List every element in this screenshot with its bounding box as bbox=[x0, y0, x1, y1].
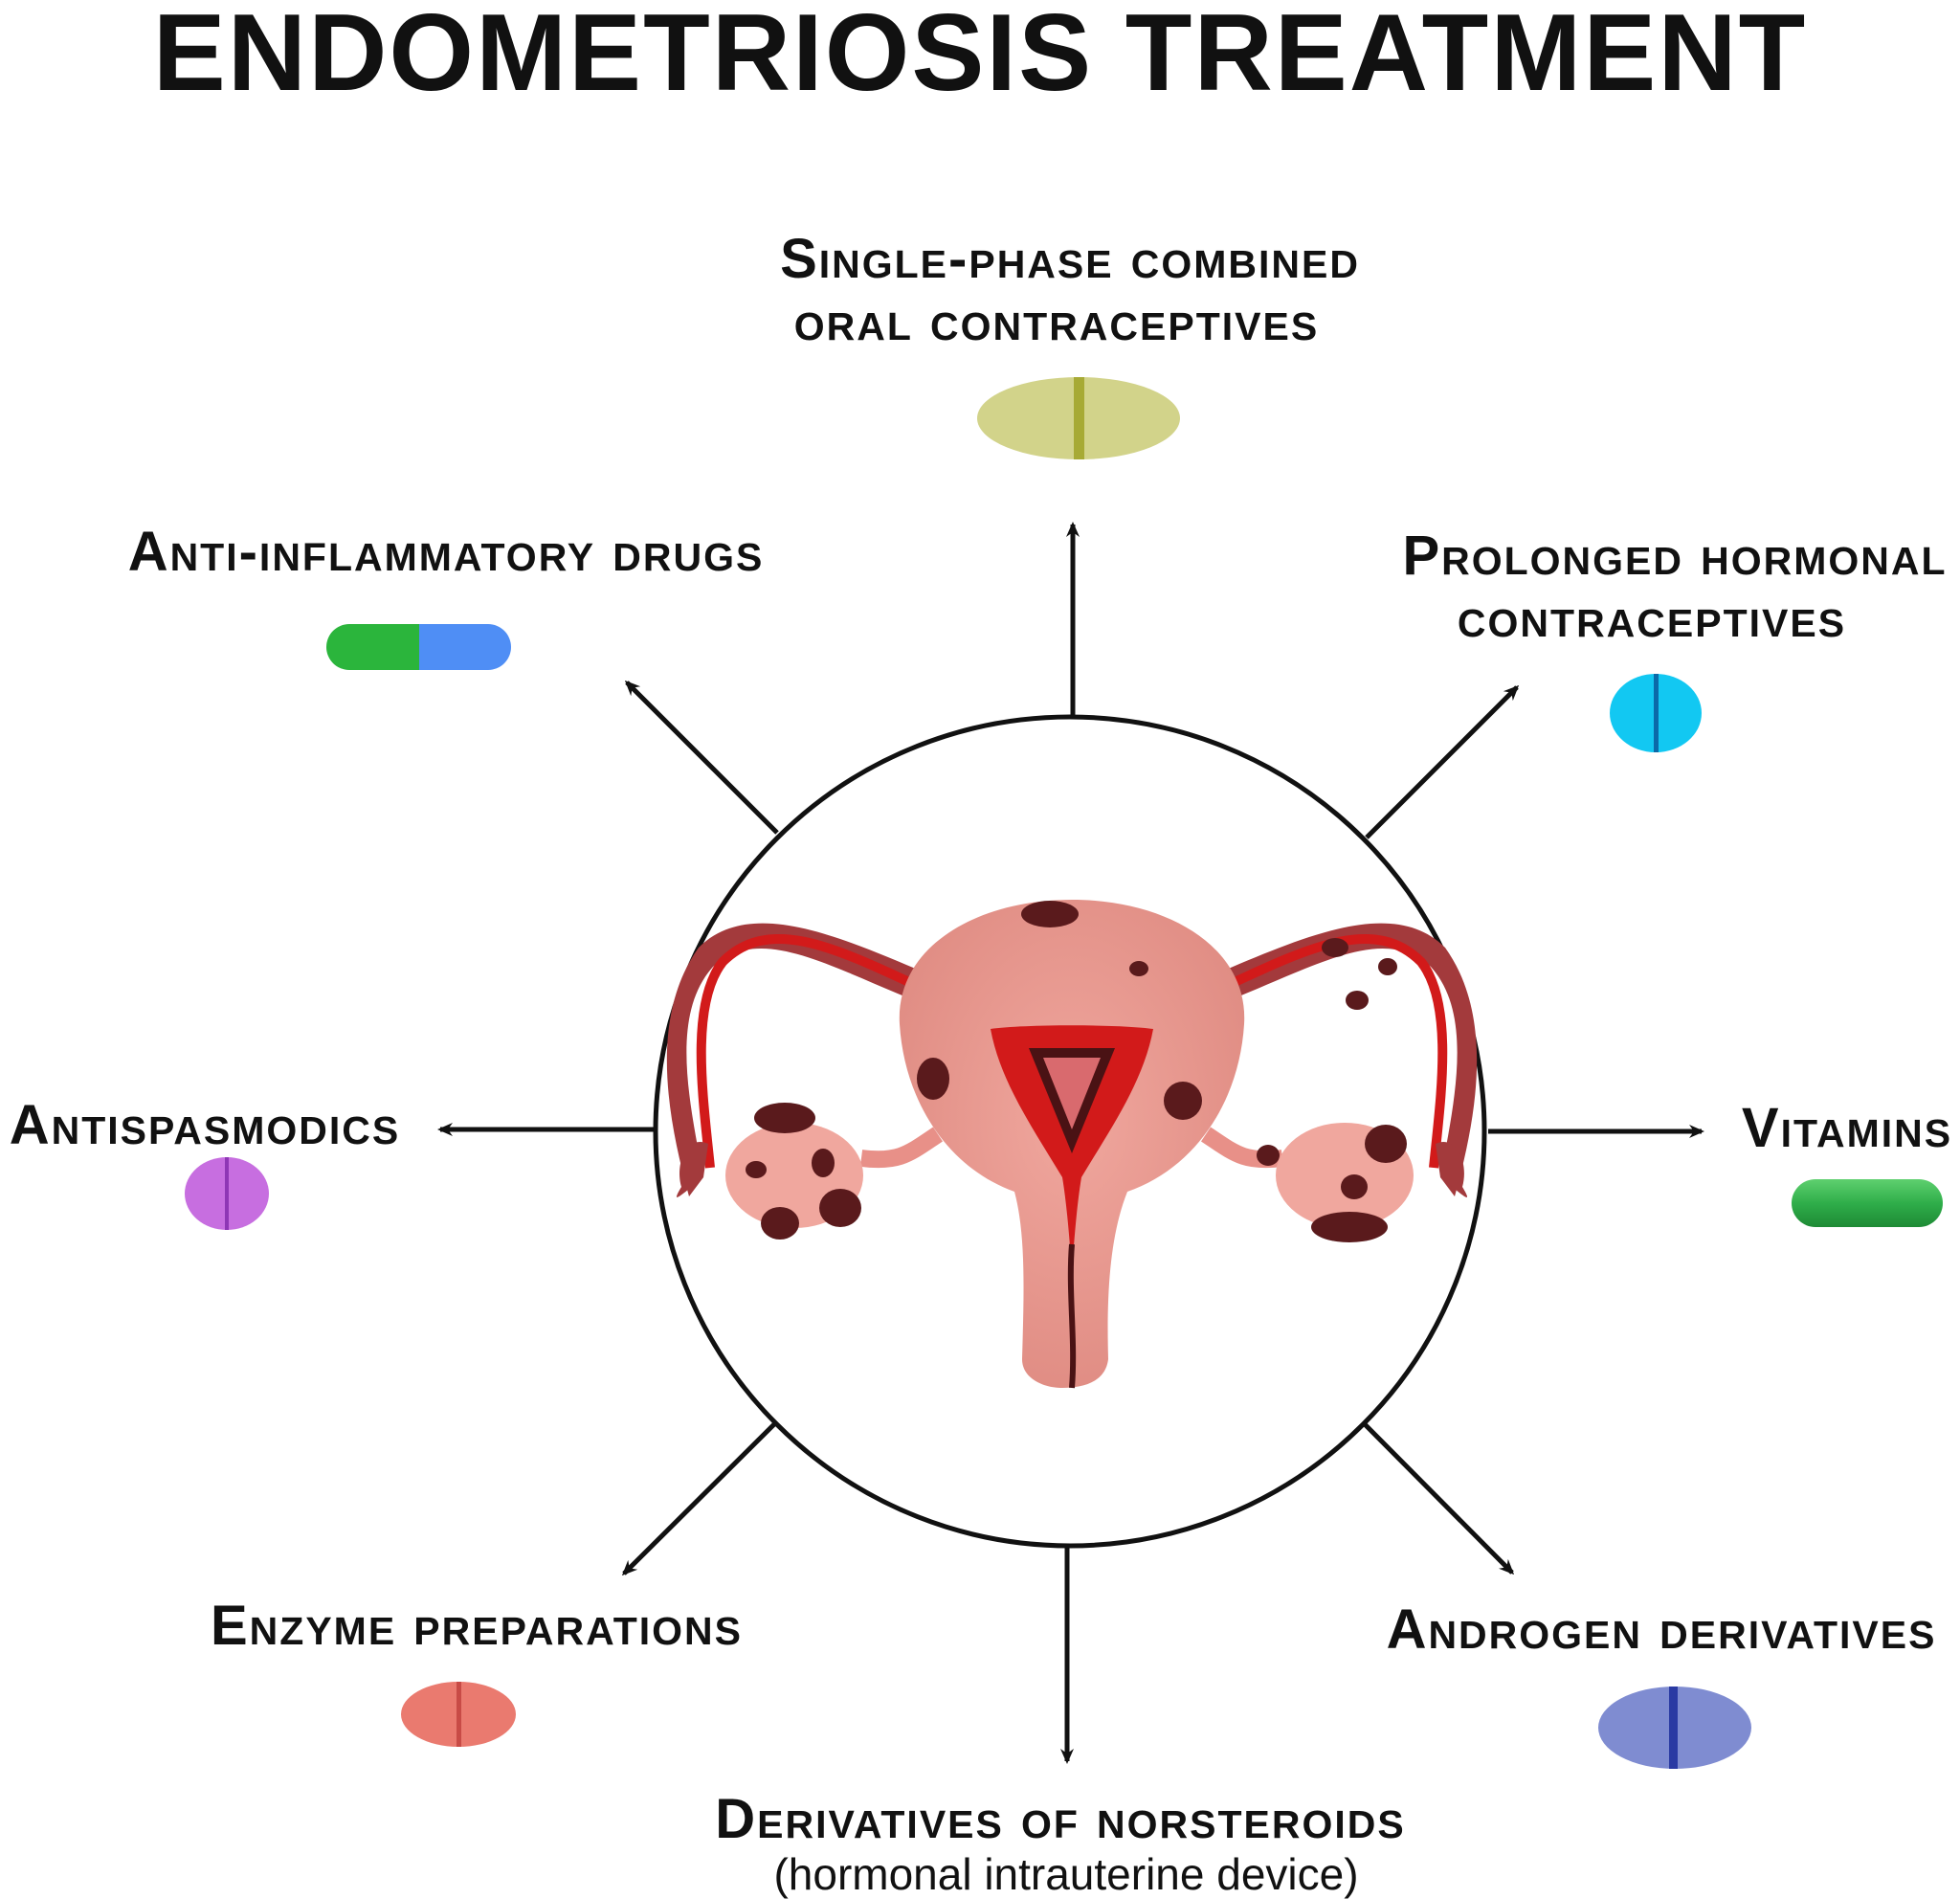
label-top-line1: Single-phase combined bbox=[780, 228, 1360, 290]
label-top-right-line2: contraceptives bbox=[1458, 587, 1846, 649]
label-left: Antispasmodics bbox=[10, 1094, 401, 1156]
capsule-right bbox=[1792, 1179, 1943, 1227]
arrows bbox=[437, 522, 1704, 1764]
pill-top bbox=[977, 377, 1180, 459]
arrow-top-left bbox=[624, 680, 779, 835]
arrow-top-right bbox=[1365, 684, 1520, 839]
pill-top-right bbox=[1610, 674, 1702, 752]
pill-left bbox=[185, 1157, 269, 1230]
pill-bottom-right bbox=[1598, 1687, 1751, 1769]
label-top-left: Anti-inflammatory drugs bbox=[128, 521, 765, 583]
label-bottom-line2: (hormonal intrauterine device) bbox=[773, 1849, 1358, 1899]
capsule-top-left bbox=[326, 624, 511, 670]
label-bottom-left: Enzyme preparations bbox=[211, 1595, 743, 1657]
arrow-bottom-right bbox=[1362, 1421, 1515, 1575]
label-top-line2: oral contraceptives bbox=[794, 290, 1319, 352]
label-bottom-line1: Derivatives of norsteroids bbox=[715, 1788, 1405, 1850]
uterus-illustration bbox=[666, 900, 1478, 1389]
label-top-right-line1: Prolonged hormonal bbox=[1402, 525, 1947, 587]
page-title: ENDOMETRIOSIS TREATMENT bbox=[152, 0, 1808, 114]
label-right: Vitamins bbox=[1742, 1097, 1952, 1159]
pill-bottom-left bbox=[401, 1682, 516, 1747]
label-bottom-right: Androgen derivatives bbox=[1387, 1598, 1937, 1661]
arrow-bottom-left bbox=[621, 1419, 779, 1576]
